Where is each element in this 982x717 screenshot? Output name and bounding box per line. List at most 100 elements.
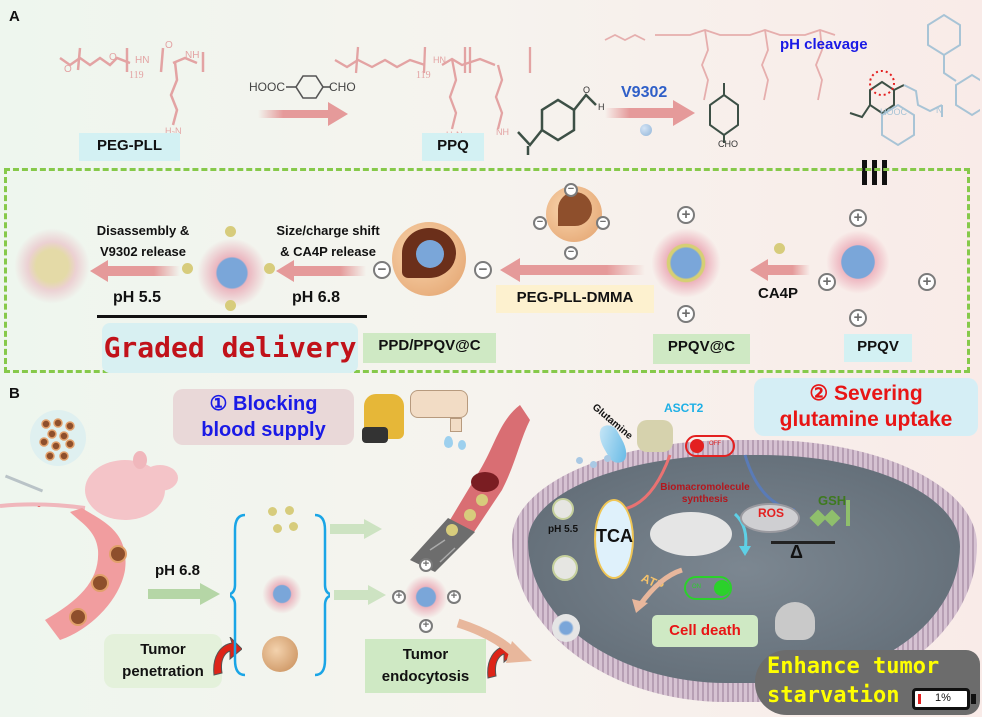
svg-text:HOOC: HOOC: [880, 107, 908, 117]
svg-text:N: N: [936, 105, 943, 115]
faucet-icon: [410, 390, 468, 418]
reagent-cho: CHO: [329, 80, 356, 94]
panel-a-label: A: [9, 8, 20, 25]
switch-knob: [690, 439, 704, 453]
switch-knob: [714, 580, 730, 596]
arrow-to-endocytosis: [334, 585, 386, 605]
protein-structure-icon: [650, 512, 732, 556]
ca4p-molecule-icon: [182, 263, 193, 274]
endocytosed-micelle-icon: [552, 614, 580, 642]
svg-text:NH: NH: [185, 50, 199, 61]
gsh-decrease-arrow: [846, 500, 850, 526]
biomacromolecule-label-line2: synthesis: [681, 494, 729, 505]
label-ppqv: PPQV: [844, 334, 912, 362]
ph55-lysosome-label: pH 5.5: [548, 524, 579, 535]
arrow-ph55: [90, 260, 180, 282]
panel-b-label: B: [9, 385, 20, 402]
negative-charge-icon: −: [564, 183, 578, 197]
v9302-molecule-icon: [640, 124, 652, 136]
svg-text:O: O: [64, 64, 72, 75]
arrow-step-2: [605, 100, 695, 126]
positive-charge-icon: +: [447, 590, 461, 604]
positive-charge-icon: +: [419, 558, 433, 572]
tumor-endocytosis-line1: Tumor: [402, 646, 449, 663]
severing-line2: glutamine uptake: [779, 408, 953, 431]
ppqv-structure: HOOC N CHO: [604, 13, 980, 149]
severing-line1: ② Severing: [809, 382, 923, 405]
arrow-into-cell: [456, 618, 532, 663]
positive-micelle-icon: [404, 575, 448, 619]
arrow-ph68: [276, 260, 366, 282]
blocking-line2: blood supply: [201, 419, 326, 441]
ph68-step-label: pH 6.8: [292, 289, 341, 306]
svg-text:H: H: [598, 102, 605, 112]
positive-charge-icon: +: [392, 590, 406, 604]
disassembled-micelle: [14, 228, 90, 304]
label-peg-pll: PEG-PLL: [79, 133, 180, 161]
atp-decrease-arrow: [632, 567, 683, 613]
label-peg-pll-dmma: PEG-PLL-DMMA: [496, 285, 654, 313]
mouse-and-vessel: [0, 451, 178, 640]
component-braces: [230, 513, 330, 677]
ca4p-molecule-icon: [268, 507, 277, 516]
negative-charge-icon: −: [474, 261, 492, 279]
ppqv-released-micelle: [197, 238, 267, 308]
ppqv-nanoparticle: [826, 230, 890, 294]
battery-icon: 1%: [912, 688, 970, 710]
equivalence-symbol: [862, 160, 888, 188]
arrow-to-vessel: [330, 519, 382, 539]
starvation-line1: Enhance tumor: [767, 654, 940, 679]
blocking-line1: ① Blocking: [209, 393, 318, 415]
ppd-ppqv-c-nanoparticle: [392, 222, 466, 296]
battery-terminal: [971, 694, 976, 704]
positive-charge-icon: +: [677, 206, 695, 224]
ca4p-molecule-icon: [225, 300, 236, 311]
svg-text:O: O: [583, 85, 590, 95]
ph-cleavage-annotation: pH cleavage: [780, 36, 868, 53]
balance-beam: [771, 541, 835, 544]
negative-charge-icon: −: [533, 216, 547, 230]
starvation-line2: starvation: [767, 683, 900, 708]
positive-charge-icon: +: [419, 619, 433, 633]
tca-label: TCA: [596, 526, 633, 546]
water-drop-icon: [458, 440, 466, 450]
blocking-blood-supply-callout: ① Blocking blood supply: [173, 389, 354, 445]
tumor-endocytosis-callout: Tumor endocytosis: [365, 639, 486, 693]
ph55-step-line2: V9302 release: [99, 244, 187, 259]
switch-off-label: OFF: [709, 441, 721, 447]
switch-on-label: ON: [692, 584, 701, 590]
ph55-step-line1: Disassembly &: [96, 223, 190, 238]
positive-charge-icon: +: [818, 273, 836, 291]
asct2-label: ASCT2: [664, 401, 704, 415]
label-ppq: PPQ: [422, 133, 484, 161]
graded-delivery-underline: [97, 315, 367, 318]
svg-text:HN: HN: [135, 55, 149, 66]
arrow-add-ca4p: [750, 259, 810, 281]
assembly-process-frame: [4, 168, 970, 373]
death-on-switch: ON: [684, 576, 732, 600]
ca4p-molecule-icon: [273, 524, 282, 533]
cell-death-label: Cell death: [652, 615, 758, 647]
positive-charge-icon: +: [849, 309, 867, 327]
reagent-v9302: V9302: [621, 84, 668, 101]
lysosome-icon: [552, 498, 574, 520]
ca4p-molecule-icon: [289, 522, 298, 531]
ppqv-c-nanoparticle: [651, 228, 721, 298]
ros-label: ROS: [758, 506, 785, 520]
svg-text:H₂N: H₂N: [165, 126, 182, 135]
negative-charge-icon: −: [564, 246, 578, 260]
svg-text:HN: HN: [433, 55, 446, 65]
benzene-ring-reagent: [286, 75, 331, 99]
ph68-step-line2: & CA4P release: [280, 244, 376, 259]
glutamine-molecule-icon: [576, 457, 583, 464]
ca4p-molecule-icon: [285, 506, 294, 515]
nanoparticle-cluster-icon: [39, 418, 75, 461]
ph68-step-line1: Size/charge shift: [276, 223, 380, 238]
svg-text:CHO: CHO: [718, 139, 738, 149]
lysosome-micelle-icon: [552, 555, 578, 581]
tca-cycle-icon: [594, 499, 634, 579]
peg-pll-structure: O O HN O NH H₂N: [59, 40, 205, 135]
glutamine-molecule-icon: [590, 461, 597, 468]
label-ca4p-step: CA4P: [758, 285, 799, 302]
